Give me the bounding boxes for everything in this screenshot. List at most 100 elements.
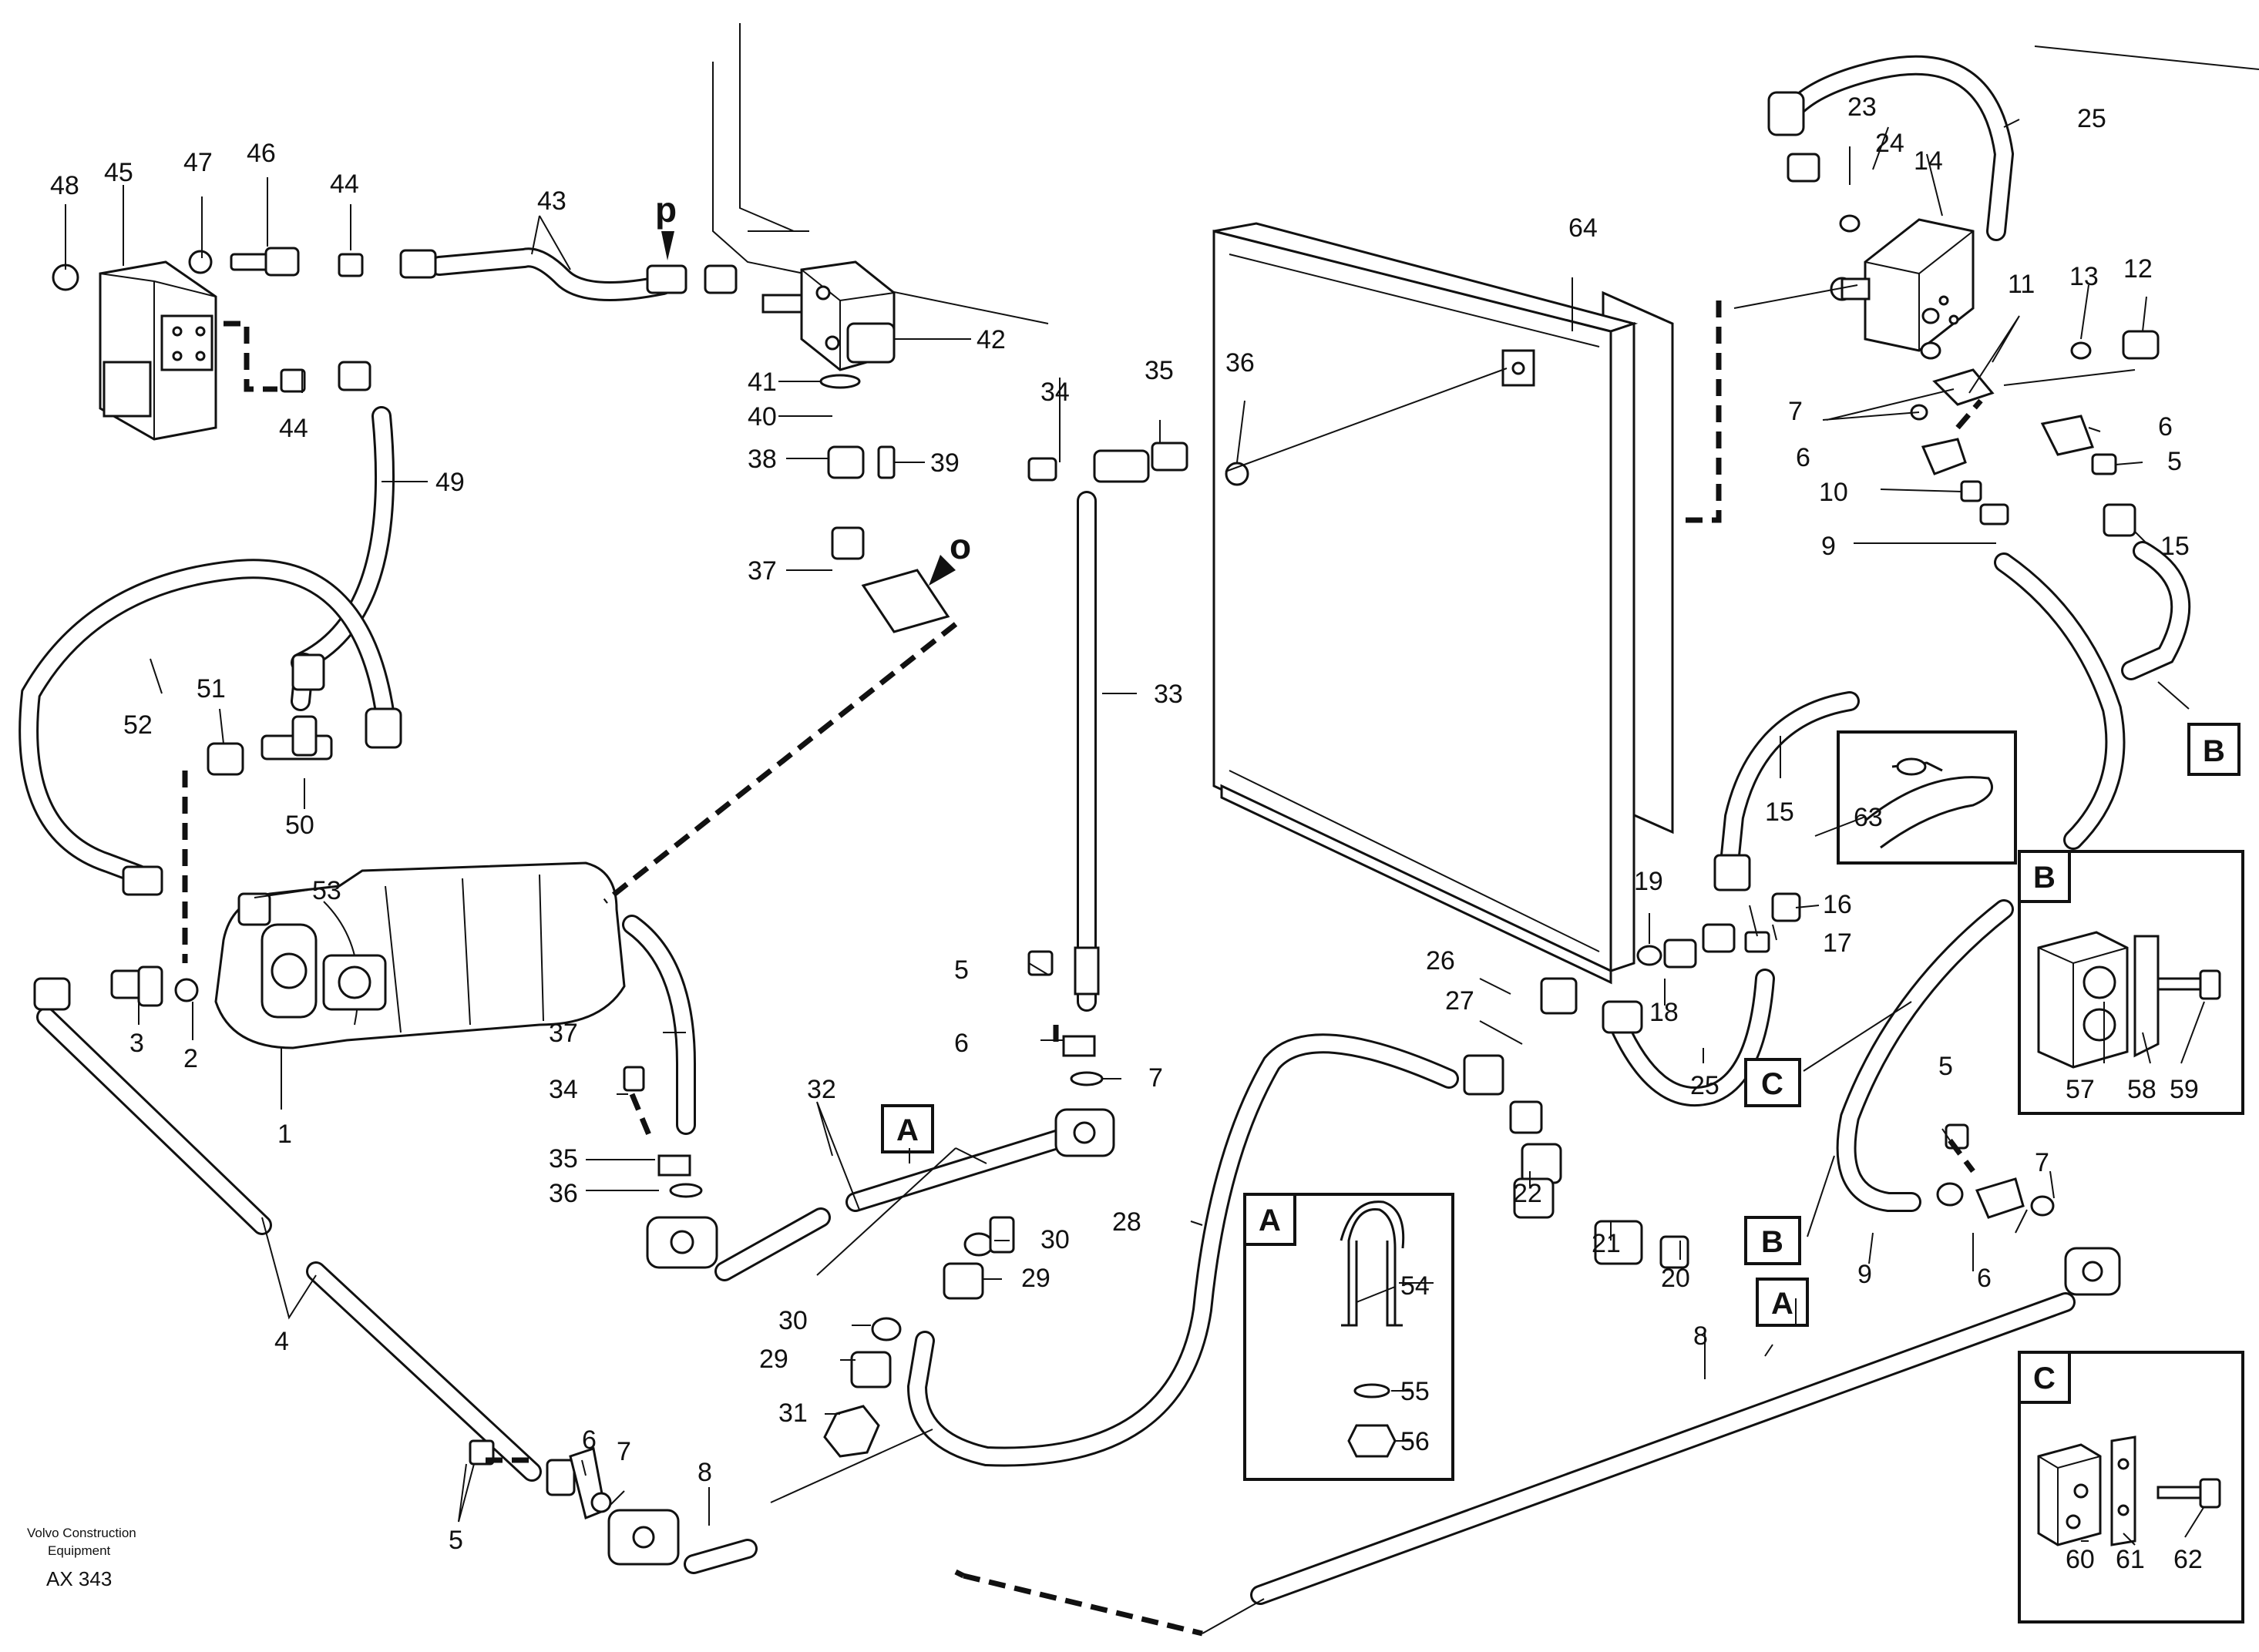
pipe-32 bbox=[714, 1123, 1089, 1281]
callout-labels: 1 2 3 4 5 5 5 5 6 6 6 6 6 7 7 7 7 8 8 9 … bbox=[50, 92, 2203, 1574]
callout-32: 32 bbox=[807, 1075, 836, 1104]
section-tag-c-1: C bbox=[1761, 1067, 1783, 1101]
callout-63: 63 bbox=[1854, 803, 1883, 832]
hose-37-lower bbox=[622, 915, 696, 1135]
pipe-8 bbox=[684, 1292, 2076, 1605]
callout-62: 62 bbox=[2173, 1545, 2203, 1574]
callout-33: 33 bbox=[1154, 680, 1183, 709]
callout-51: 51 bbox=[197, 674, 226, 703]
callout-44-b: 44 bbox=[279, 414, 308, 443]
callout-41: 41 bbox=[748, 368, 777, 397]
bracket-block-14 bbox=[1830, 218, 1975, 352]
section-tag-b-2: B bbox=[1761, 1225, 1783, 1259]
callout-13: 13 bbox=[2069, 262, 2099, 291]
callout-4: 4 bbox=[274, 1327, 289, 1356]
callout-8-a: 8 bbox=[698, 1458, 712, 1487]
callout-46: 46 bbox=[247, 139, 276, 168]
callout-57: 57 bbox=[2066, 1075, 2095, 1104]
callout-61: 61 bbox=[2116, 1545, 2145, 1574]
callout-7-c: 7 bbox=[2035, 1148, 2049, 1177]
hose-43 bbox=[429, 247, 673, 301]
callout-15-b: 15 bbox=[2160, 532, 2190, 561]
callout-29-b: 29 bbox=[759, 1345, 788, 1374]
callout-5-a: 5 bbox=[449, 1526, 463, 1555]
detail-box-c bbox=[2018, 1351, 2244, 1623]
callout-37-b: 37 bbox=[549, 1019, 578, 1048]
callout-50: 50 bbox=[285, 811, 314, 840]
callout-53: 53 bbox=[312, 876, 341, 905]
callout-6-e: 6 bbox=[2158, 412, 2173, 442]
oil-cooler-radiator bbox=[1212, 222, 1674, 985]
callout-8-b: 8 bbox=[1693, 1321, 1708, 1351]
callout-24: 24 bbox=[1875, 129, 1904, 158]
callout-21: 21 bbox=[1592, 1229, 1621, 1258]
callout-29-a: 29 bbox=[1021, 1264, 1051, 1293]
callout-27: 27 bbox=[1445, 986, 1474, 1016]
callout-20: 20 bbox=[1661, 1264, 1690, 1293]
connection-lines bbox=[770, 284, 1858, 1634]
callout-23: 23 bbox=[1847, 92, 1877, 122]
detail-box-letters: A B C bbox=[1259, 861, 2056, 1395]
callout-43: 43 bbox=[537, 186, 566, 216]
small-fittings bbox=[33, 91, 2160, 1520]
section-tag-b-1: B bbox=[2203, 734, 2225, 768]
callout-38: 38 bbox=[748, 445, 777, 474]
callout-6-b: 6 bbox=[954, 1029, 969, 1058]
flow-marker-p: p bbox=[655, 190, 677, 230]
callout-58: 58 bbox=[2127, 1075, 2156, 1104]
callout-19: 19 bbox=[1634, 867, 1663, 896]
callout-34-b: 34 bbox=[549, 1075, 578, 1104]
callout-9-b: 9 bbox=[1821, 532, 1836, 561]
callout-30-a: 30 bbox=[1040, 1225, 1070, 1254]
callout-52: 52 bbox=[123, 710, 153, 740]
callout-35-a: 35 bbox=[1145, 356, 1174, 385]
callout-60: 60 bbox=[2066, 1545, 2095, 1574]
callout-17: 17 bbox=[1823, 928, 1852, 958]
callout-35-b: 35 bbox=[549, 1144, 578, 1174]
pipe-4 bbox=[36, 1007, 542, 1482]
callout-22: 22 bbox=[1513, 1179, 1542, 1208]
callout-5-c: 5 bbox=[1938, 1052, 1953, 1081]
section-tags bbox=[881, 723, 2241, 1327]
hose-9 bbox=[1836, 552, 2126, 1212]
pipe-33 bbox=[1074, 491, 1100, 1012]
detail-box-a-letter: A bbox=[1259, 1204, 1281, 1237]
callout-56: 56 bbox=[1400, 1427, 1430, 1456]
callout-25-b: 25 bbox=[1690, 1071, 1719, 1100]
callout-11: 11 bbox=[2008, 270, 2035, 299]
callout-7-d: 7 bbox=[1788, 397, 1803, 426]
hose-52 bbox=[18, 559, 395, 885]
callout-34-a: 34 bbox=[1040, 378, 1070, 407]
flow-arrow-p-icon bbox=[661, 231, 674, 260]
detail-box-a bbox=[1243, 1193, 1454, 1481]
callout-36-b: 36 bbox=[549, 1179, 578, 1208]
callout-45: 45 bbox=[104, 158, 133, 187]
flow-arrows bbox=[661, 231, 956, 586]
callout-39: 39 bbox=[930, 448, 960, 478]
callout-10: 10 bbox=[1819, 478, 1848, 507]
callout-3: 3 bbox=[129, 1029, 144, 1058]
flow-arrow-o-icon bbox=[929, 555, 956, 586]
callout-9-a: 9 bbox=[1857, 1260, 1872, 1289]
callout-49: 49 bbox=[435, 468, 465, 497]
callout-2: 2 bbox=[183, 1044, 198, 1073]
flange-fittings bbox=[607, 322, 2121, 1566]
callout-6-c: 6 bbox=[1977, 1264, 1992, 1293]
detail-box-c-letter: C bbox=[2033, 1362, 2056, 1395]
callout-36-a: 36 bbox=[1225, 348, 1255, 378]
callout-42: 42 bbox=[977, 325, 1006, 354]
callout-30-b: 30 bbox=[778, 1306, 808, 1335]
drawing-code: AX 343 bbox=[46, 1567, 112, 1590]
flow-marker-o: o bbox=[950, 526, 971, 566]
section-tag-letters: A A B B C bbox=[896, 734, 2225, 1321]
callout-7-a: 7 bbox=[617, 1437, 631, 1466]
callout-28: 28 bbox=[1112, 1207, 1141, 1237]
callout-25-a: 25 bbox=[2077, 104, 2106, 133]
hose-28 bbox=[906, 1033, 1459, 1467]
callout-54: 54 bbox=[1400, 1271, 1430, 1301]
callout-12: 12 bbox=[2123, 254, 2153, 284]
leader-lines bbox=[65, 119, 2205, 1546]
credit-line-1: Volvo Construction bbox=[27, 1526, 136, 1540]
callout-5-b: 5 bbox=[954, 955, 969, 985]
